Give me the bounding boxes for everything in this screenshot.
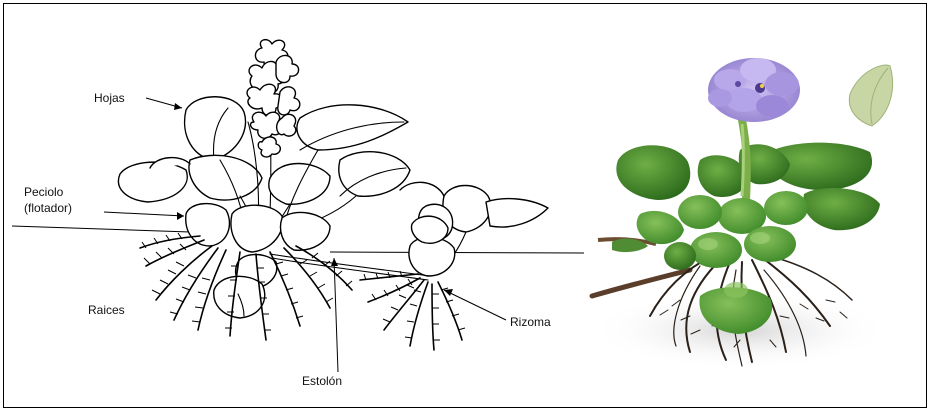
label-rizoma: Rizoma: [510, 315, 551, 329]
label-raices: Raices: [88, 303, 125, 317]
line-drawing: Hojas Peciolo (flotador) Raices Estolón …: [12, 40, 585, 388]
flower-photo: [708, 58, 800, 122]
label-hojas: Hojas: [94, 91, 125, 105]
label-estolon: Estolón: [302, 374, 342, 388]
roots-right-drawing: [360, 271, 465, 350]
plant-photo: [584, 44, 910, 384]
label-peciolo-flotador: (flotador): [24, 201, 72, 215]
leaves-drawing: [118, 97, 548, 240]
label-peciolo: Peciolo: [24, 185, 64, 199]
